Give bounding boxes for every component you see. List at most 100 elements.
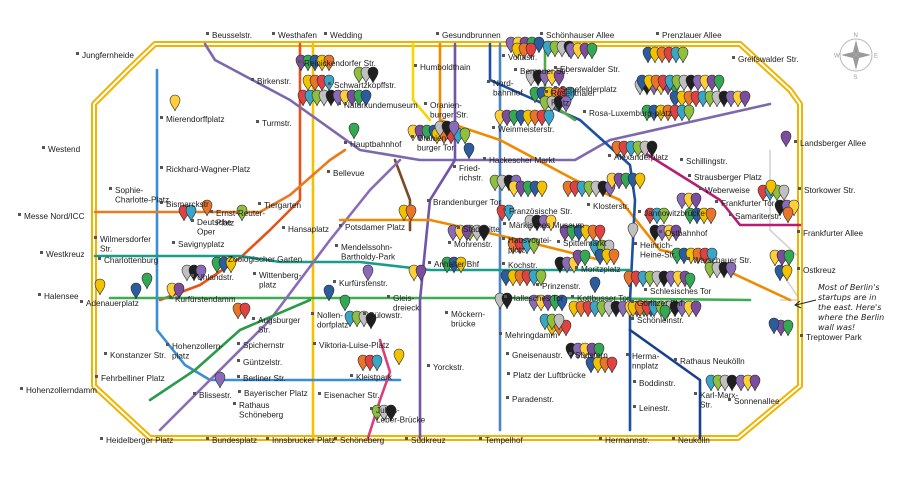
station-tick xyxy=(339,224,342,227)
startup-pin-icon[interactable] xyxy=(589,276,601,294)
station-label: Jannowitzbrücke xyxy=(644,209,705,218)
startup-pin-icon[interactable] xyxy=(195,264,207,282)
startup-pin-icon[interactable] xyxy=(726,374,738,392)
startup-pin-icon[interactable] xyxy=(478,224,490,242)
startup-pin-icon[interactable] xyxy=(782,206,794,224)
startup-pin-icon[interactable] xyxy=(684,272,696,290)
startup-pin-icon[interactable] xyxy=(405,204,417,222)
startup-pin-icon[interactable] xyxy=(173,282,185,300)
startup-pin-icon[interactable] xyxy=(385,404,397,422)
startup-pin-icon[interactable] xyxy=(545,214,557,232)
startup-pin-icon[interactable] xyxy=(783,249,795,267)
station-tick xyxy=(797,230,800,233)
startup-pin-icon[interactable] xyxy=(705,207,717,225)
startup-pin-icon[interactable] xyxy=(371,354,383,372)
station-label: Heinrich-Heine-Str. xyxy=(640,241,676,260)
startup-pin-icon[interactable] xyxy=(553,313,565,331)
startup-pin-icon[interactable] xyxy=(543,109,555,127)
startup-pin-icon[interactable] xyxy=(594,224,606,242)
startup-pin-icon[interactable] xyxy=(560,319,572,337)
startup-pin-icon[interactable] xyxy=(536,180,548,198)
startup-pin-icon[interactable] xyxy=(659,304,671,322)
startup-pin-icon[interactable] xyxy=(683,104,695,122)
startup-pin-icon[interactable] xyxy=(535,269,547,287)
station-tick xyxy=(557,240,560,243)
station-label: Tiergarten xyxy=(264,201,301,210)
startup-pin-icon[interactable] xyxy=(239,302,251,320)
startup-pin-icon[interactable] xyxy=(169,94,181,112)
startup-pin-icon[interactable] xyxy=(503,204,515,222)
startup-pin-icon[interactable] xyxy=(455,256,467,274)
startup-pin-icon[interactable] xyxy=(560,95,572,113)
startup-pin-icon[interactable] xyxy=(448,120,460,138)
startup-pin-icon[interactable] xyxy=(94,278,106,296)
startup-pin-icon[interactable] xyxy=(781,264,793,282)
startup-pin-icon[interactable] xyxy=(690,192,702,210)
startup-pin-icon[interactable] xyxy=(627,222,639,240)
startup-pin-icon[interactable] xyxy=(739,90,751,108)
station-tick xyxy=(251,78,254,81)
startup-pin-icon[interactable] xyxy=(214,371,226,389)
station-label: Naturkundemuseum xyxy=(344,101,418,110)
station-tick xyxy=(540,32,543,35)
startup-pin-icon[interactable] xyxy=(236,204,248,222)
station-label: Gleis-dreieck xyxy=(393,294,420,313)
station-label: Birkenstr. xyxy=(257,77,291,86)
startup-pin-icon[interactable] xyxy=(713,74,725,92)
startup-pin-icon[interactable] xyxy=(185,204,197,222)
station-tick xyxy=(502,262,505,265)
station-label: Mohrenstr. xyxy=(454,240,493,249)
startup-pin-icon[interactable] xyxy=(362,264,374,282)
startup-pin-icon[interactable] xyxy=(365,312,377,330)
startup-pin-icon[interactable] xyxy=(782,319,794,337)
note-arrow-head xyxy=(794,300,802,309)
startup-pin-icon[interactable] xyxy=(765,179,777,197)
startup-pin-icon[interactable] xyxy=(606,356,618,374)
startup-pin-icon[interactable] xyxy=(690,300,702,318)
startup-pin-icon[interactable] xyxy=(339,294,351,312)
startup-pin-icon[interactable] xyxy=(593,342,605,360)
startup-pin-icon[interactable] xyxy=(634,172,646,190)
station-tick xyxy=(502,237,505,240)
startup-pin-icon[interactable] xyxy=(556,294,568,312)
station-tick xyxy=(327,170,330,173)
station-tick xyxy=(94,236,97,239)
startup-pin-icon[interactable] xyxy=(130,282,142,300)
startup-pin-icon[interactable] xyxy=(348,122,360,140)
startup-pin-icon[interactable] xyxy=(141,272,153,290)
startup-pin-icon[interactable] xyxy=(323,54,335,72)
station-tick xyxy=(656,32,659,35)
startup-pin-icon[interactable] xyxy=(677,46,689,64)
startup-pin-icon[interactable] xyxy=(780,130,792,148)
note-arrow xyxy=(795,299,817,306)
startup-pin-icon[interactable] xyxy=(658,207,670,225)
startup-pin-icon[interactable] xyxy=(461,224,473,242)
startup-pin-icon[interactable] xyxy=(646,140,658,158)
startup-pin-icon[interactable] xyxy=(367,66,379,84)
station-tick xyxy=(688,174,691,177)
startup-pin-icon[interactable] xyxy=(553,69,565,87)
startup-pin-icon[interactable] xyxy=(768,317,780,335)
startup-pin-icon[interactable] xyxy=(749,374,761,392)
startup-pin-icon[interactable] xyxy=(360,89,372,107)
startup-pin-icon[interactable] xyxy=(459,127,471,145)
startup-pin-icon[interactable] xyxy=(725,261,737,279)
startup-pin-icon[interactable] xyxy=(225,256,237,274)
station-tick xyxy=(350,374,353,377)
startup-pin-icon[interactable] xyxy=(525,42,537,60)
startup-pin-icon[interactable] xyxy=(415,264,427,282)
startup-pin-icon[interactable] xyxy=(706,247,718,265)
startup-pin-icon[interactable] xyxy=(608,248,620,266)
startup-pin-icon[interactable] xyxy=(586,42,598,60)
startup-pin-icon[interactable] xyxy=(528,237,540,255)
startup-pin-icon[interactable] xyxy=(323,284,335,302)
startup-pin-icon[interactable] xyxy=(670,224,682,242)
station-label: Weinmeisterstr. xyxy=(498,125,554,134)
station-tick xyxy=(483,157,486,160)
station-label: Schönleinstr. xyxy=(637,316,684,325)
startup-pin-icon[interactable] xyxy=(393,348,405,366)
startup-pin-icon[interactable] xyxy=(778,184,790,202)
startup-pin-icon[interactable] xyxy=(463,142,475,160)
startup-pin-icon[interactable] xyxy=(579,249,591,267)
